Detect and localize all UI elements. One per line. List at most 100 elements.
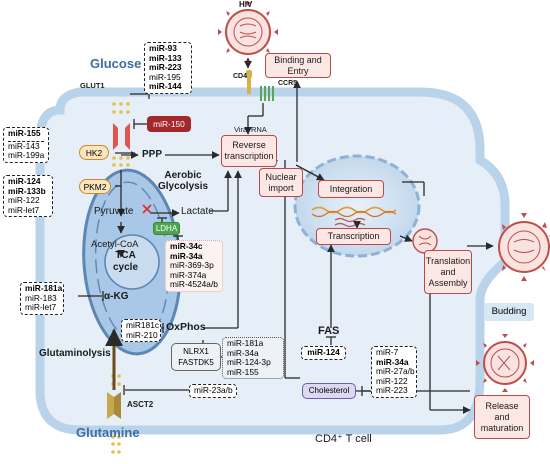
- glut1-mir-list: miR-93 miR-133 miR-223 miR-195 miR-144: [144, 42, 192, 94]
- tca-cycle-circle: [104, 234, 160, 290]
- pkm2-mir-2: miR-133b: [8, 185, 46, 196]
- and-word-2: and: [494, 411, 510, 422]
- integration-box: Integration: [318, 180, 384, 198]
- glut1-mir-4: miR-195: [149, 71, 181, 82]
- cell-type-label: CD4⁺ T cell: [315, 433, 372, 445]
- cholesterol-mir-2: miR-34a: [376, 356, 409, 367]
- tca-cycle-label: TCA cycle: [113, 250, 138, 274]
- asct2-transporter-icon: [107, 374, 121, 454]
- fas-label: FAS: [318, 325, 340, 337]
- glut1-mir-2: miR-133: [149, 52, 182, 63]
- cholesterol-mir-4: miR-122: [376, 375, 408, 386]
- and-word-1: and: [440, 266, 456, 277]
- mir150-badge: miR-150: [147, 116, 191, 132]
- oxphos-mir-1: miR181c: [126, 320, 160, 330]
- fas-mir-1: miR-124: [307, 347, 340, 357]
- ldha-mir-1: miR-34c: [170, 241, 203, 251]
- asct2-label: ASCT2: [127, 400, 154, 409]
- ldha-mir-5: miR-4524a/b: [170, 279, 218, 290]
- hiv-virion-icon: [218, 2, 278, 62]
- akg-mir-list: miR-181a miR-183 miR-let7: [20, 282, 64, 315]
- oxphos-mir-2: miR-210: [126, 329, 158, 340]
- assembly-word: Assembly: [428, 277, 468, 288]
- budding-label: Budding: [484, 303, 534, 321]
- glut1-mir-1: miR-93: [149, 43, 177, 53]
- acetyl-coa-label: Acetyl-CoA: [91, 239, 139, 250]
- release-word: Release: [485, 400, 519, 411]
- oxphos-mir-list: miR181c miR-210: [121, 319, 161, 343]
- akg-mir-1: miR-181a: [25, 283, 63, 293]
- glucose-title: Glucose: [90, 56, 142, 71]
- pkm2-mir-4: miR-let7: [8, 204, 40, 215]
- cholesterol-mir-list: miR-7 miR-34a miR-27a/b miR-122 miR-223: [371, 346, 417, 398]
- mature-virion-icon: [476, 334, 534, 392]
- glycolysis-label: Glycolysis: [158, 181, 209, 192]
- akg-mir-2: miR-183: [25, 292, 57, 303]
- aerobic-label: Aerobic: [164, 170, 202, 181]
- glutamine-title: Glutamine: [76, 425, 140, 440]
- reverse-word: Reverse: [232, 140, 266, 150]
- oxphos-right-mir-1: miR-181a: [227, 338, 264, 348]
- cd4-label: CD4: [233, 73, 248, 80]
- asct2-mir-1: miR-23a/b: [194, 385, 233, 395]
- ldha-mir-4: miR-374a: [170, 269, 207, 280]
- glut1-label: GLUT1: [80, 81, 105, 90]
- pkm2-enzyme: PKM2: [79, 179, 111, 194]
- oxphos-right-mir-4: miR-155: [227, 366, 259, 377]
- hk2-mir-list: miR-155 miR-143 miR-199a: [3, 127, 49, 163]
- ldha-mir-3: miR-369-3p: [170, 260, 214, 271]
- maturation-word: maturation: [480, 422, 524, 433]
- asct2-mir-list: miR-23a/b: [189, 384, 237, 398]
- oxphos-label: OxPhos: [166, 321, 206, 333]
- fastdk5-label: FASTDK5: [178, 358, 214, 367]
- nuclear-word: Nuclear: [265, 171, 297, 182]
- oxphos-right-mir-3: miR-124-3p: [227, 357, 271, 368]
- budding-virion-icon: [498, 213, 550, 281]
- ppp-label: PPP: [142, 149, 163, 160]
- ccr5-label: CCR5: [278, 80, 298, 87]
- transcription-word: transcription: [224, 151, 274, 161]
- cholesterol-mir-1: miR-7: [376, 347, 399, 357]
- binding-entry-line1: Binding and: [274, 54, 322, 65]
- cd4-receptor-icon: [246, 70, 252, 94]
- cholesterol-mir-5: miR-223: [376, 385, 408, 396]
- oxphos-right-mir-list: miR-181a miR-34a miR-124-3p miR-155: [222, 337, 284, 380]
- binding-entry-line2: Entry: [287, 65, 309, 76]
- import-word: import: [268, 182, 294, 193]
- ldha-mir-list: miR-34c miR-34a miR-369-3p miR-374a miR-…: [165, 240, 223, 292]
- oxphos-right-mir-2: miR-34a: [227, 347, 259, 358]
- ccr5-receptor-icon: [260, 86, 274, 101]
- glut1-mir-5: miR-144: [149, 81, 182, 92]
- hk2-mir-2: miR-143: [8, 140, 44, 152]
- hk2-mir-3: miR-199a: [8, 150, 45, 161]
- cholesterol-box: Cholesterol: [302, 383, 356, 399]
- pkm2-mir-3: miR-122: [8, 195, 40, 206]
- glutaminolysis-label: Glutaminolysis: [39, 348, 111, 359]
- inhibition-x-icon: [142, 204, 152, 214]
- pkm2-mir-1: miR-124: [8, 176, 41, 186]
- integration-dna: [311, 206, 397, 214]
- translation-word: Translation: [425, 255, 471, 266]
- fas-mir-list: miR-124: [301, 346, 346, 360]
- cycle-word: cycle: [113, 262, 139, 273]
- ldha-enzyme: LDHA: [153, 222, 180, 235]
- aerobic-glycolysis-label: Aerobic Glycolysis: [158, 170, 208, 192]
- hk2-enzyme: HK2: [79, 145, 109, 160]
- transcription-box: Transcription: [316, 228, 391, 245]
- glut1-transporter-icon: [112, 102, 130, 167]
- viral-rna-label: Viral RNA: [234, 125, 267, 134]
- lactate-label: Lactate: [181, 206, 214, 217]
- akg-mir-3: miR-let7: [25, 302, 57, 313]
- tca-word: TCA: [115, 250, 136, 261]
- pyruvate-label: Pyruvate: [94, 206, 134, 217]
- glut1-mir-3: miR-223: [149, 62, 182, 73]
- hiv-label: HIV: [239, 0, 253, 9]
- akg-label: α-KG: [104, 291, 129, 302]
- pkm2-mir-list: miR-124 miR-133b miR-122 miR-let7: [3, 175, 53, 218]
